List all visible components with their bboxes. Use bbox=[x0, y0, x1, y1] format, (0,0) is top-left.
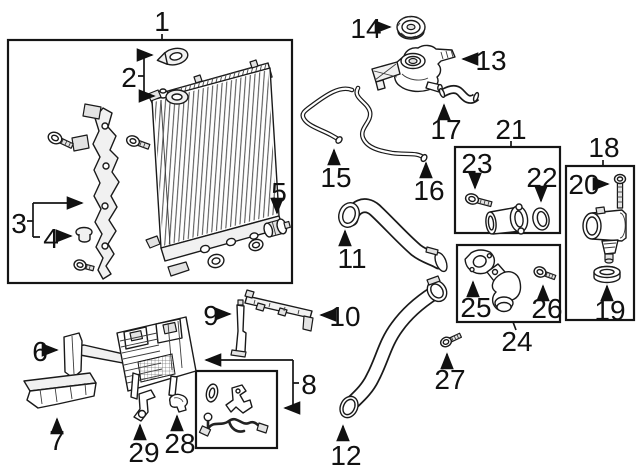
seal-22 bbox=[532, 207, 550, 231]
clip bbox=[82, 103, 102, 120]
callout-3: 3 bbox=[11, 208, 27, 239]
callout-2: 2 bbox=[121, 62, 137, 93]
gasket-25 bbox=[464, 249, 496, 275]
callout-15: 15 bbox=[320, 162, 351, 193]
callout-16: 16 bbox=[413, 175, 444, 206]
nut bbox=[207, 253, 225, 269]
air-deflector bbox=[23, 372, 97, 409]
callout-24: 24 bbox=[501, 326, 532, 357]
callout-14: 14 bbox=[350, 13, 381, 44]
shutter-side-panel bbox=[63, 332, 83, 379]
upper-bracket-9 bbox=[230, 299, 247, 358]
bolt-20 bbox=[613, 173, 627, 209]
bolt-23 bbox=[464, 193, 493, 208]
callout-4: 4 bbox=[43, 223, 59, 254]
callout-9: 9 bbox=[203, 300, 219, 331]
callout-labels: 1 2 3 4 5 6 7 8 9 10 11 12 13 14 15 16 1… bbox=[11, 6, 625, 471]
shroud-leg bbox=[130, 372, 140, 400]
callout-17: 17 bbox=[430, 114, 461, 145]
callout-5: 5 bbox=[271, 177, 287, 208]
water-outlet-21 bbox=[464, 193, 550, 235]
drain-fitting bbox=[263, 218, 291, 238]
coolant-reservoir bbox=[371, 44, 456, 93]
callout-7: 7 bbox=[49, 425, 65, 456]
radiator-insulators bbox=[156, 47, 189, 105]
harness-ring bbox=[203, 412, 213, 422]
overflow-hose-16 bbox=[354, 85, 428, 163]
nut bbox=[248, 238, 264, 252]
coolant-reservoir-cap bbox=[396, 15, 426, 40]
callout-27: 27 bbox=[434, 364, 465, 395]
grommet-4 bbox=[75, 226, 93, 243]
thermostat-box-18 bbox=[564, 164, 636, 322]
lower-radiator-hose bbox=[339, 275, 448, 419]
overflow-hose-15 bbox=[300, 86, 355, 144]
upper-radiator-hose bbox=[338, 198, 448, 273]
hose-17 bbox=[438, 85, 480, 104]
bolt-27 bbox=[439, 332, 463, 348]
fan-shroud-assembly bbox=[77, 316, 197, 400]
callout-19: 19 bbox=[594, 295, 625, 326]
mount-pin bbox=[193, 74, 203, 84]
bracket-29 bbox=[133, 389, 156, 422]
bolt bbox=[47, 131, 74, 149]
bolt bbox=[73, 259, 95, 272]
callout-26: 26 bbox=[531, 293, 562, 324]
callout-28: 28 bbox=[164, 428, 195, 459]
callout-6: 6 bbox=[32, 336, 48, 367]
callout-13: 13 bbox=[475, 45, 506, 76]
callout-1: 1 bbox=[154, 6, 170, 37]
support-rail-10 bbox=[244, 289, 314, 332]
callout-18: 18 bbox=[588, 132, 619, 163]
shroud-leg bbox=[168, 375, 178, 397]
callout-10: 10 bbox=[329, 301, 360, 332]
callout-12: 12 bbox=[330, 440, 361, 471]
bolt-26 bbox=[533, 266, 557, 281]
thermostat-assembly bbox=[582, 173, 627, 284]
radiator bbox=[145, 59, 284, 277]
callout-22: 22 bbox=[526, 162, 557, 193]
clip bbox=[71, 134, 90, 152]
callout-23: 23 bbox=[461, 148, 492, 179]
leader-lines bbox=[27, 20, 614, 442]
clip-28 bbox=[169, 393, 189, 413]
seal-19 bbox=[593, 265, 621, 284]
callout-8: 8 bbox=[301, 369, 317, 400]
radiator-assembly-box bbox=[6, 38, 294, 285]
mount-pin bbox=[249, 59, 259, 69]
radiator-side-bracket bbox=[47, 103, 264, 280]
callout-11: 11 bbox=[337, 243, 366, 274]
hardware-box-8 bbox=[194, 369, 279, 450]
water-outlet-box-24 bbox=[455, 243, 562, 324]
callout-20: 20 bbox=[568, 169, 599, 200]
bolt bbox=[125, 135, 151, 150]
hardware-kit-8 bbox=[198, 383, 269, 437]
callout-25: 25 bbox=[460, 292, 491, 323]
water-outlet-24 bbox=[464, 249, 557, 313]
callout-29: 29 bbox=[128, 437, 159, 468]
group-boxes bbox=[6, 38, 636, 450]
callout-21: 21 bbox=[495, 114, 526, 145]
lower-plate bbox=[167, 261, 190, 277]
